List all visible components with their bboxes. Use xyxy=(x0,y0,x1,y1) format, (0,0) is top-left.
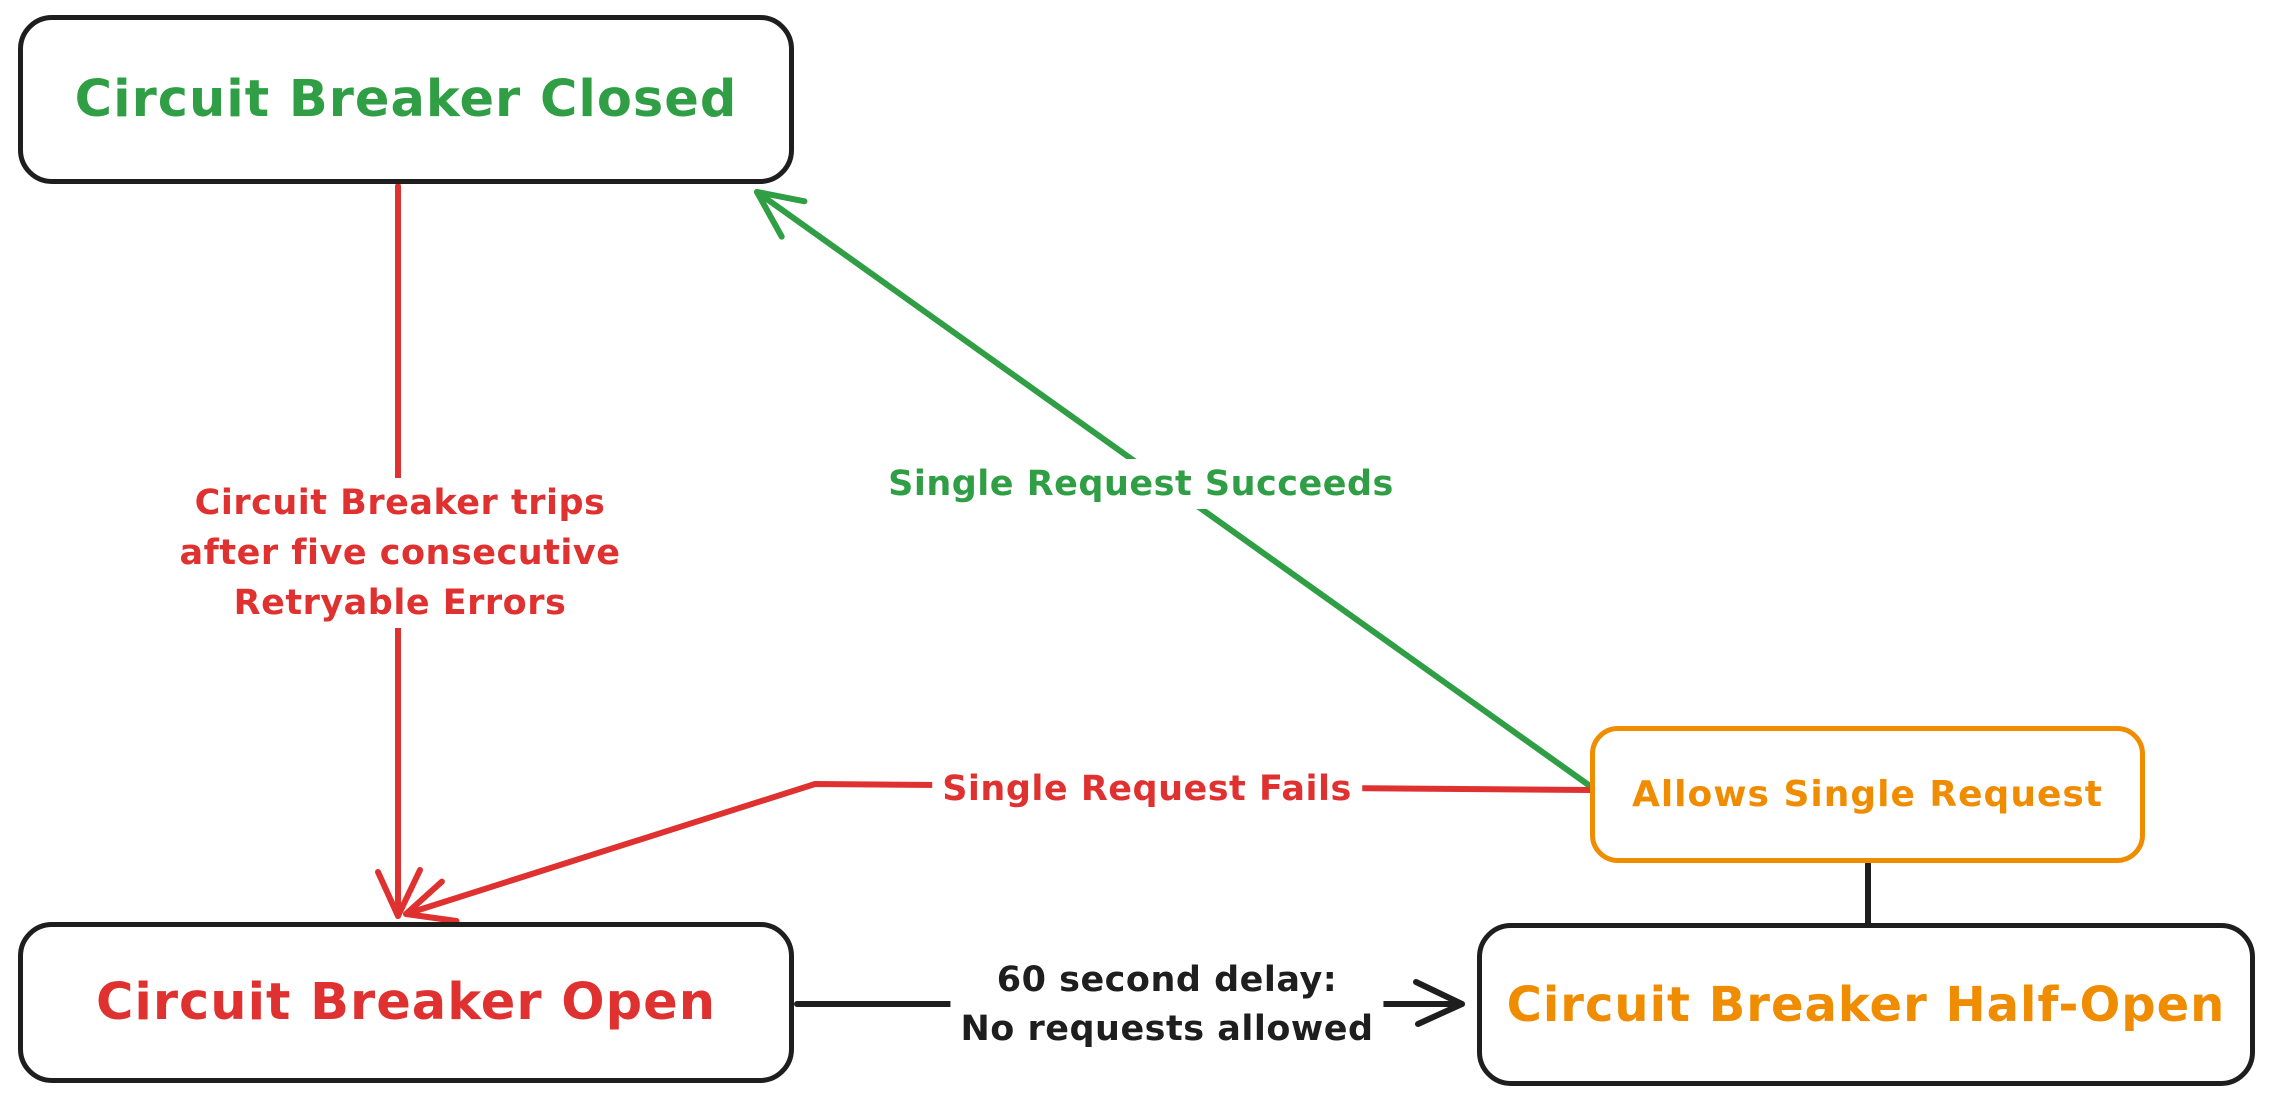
allows-single-request-label: Allows Single Request xyxy=(1631,774,2104,815)
state-closed-box: Circuit Breaker Closed xyxy=(18,15,794,184)
allows-single-request-box: Allows Single Request xyxy=(1590,726,2145,863)
state-closed-label: Circuit Breaker Closed xyxy=(74,70,738,129)
trip-edge-label-line-3: Retryable Errors xyxy=(233,583,567,623)
state-open-box: Circuit Breaker Open xyxy=(18,922,794,1083)
delay-edge-label-line-2: No requests allowed xyxy=(960,1009,1374,1049)
state-half-open-box: Circuit Breaker Half-Open xyxy=(1477,923,2255,1086)
delay-edge-label: 60 second delay: No requests allowed xyxy=(950,956,1384,1054)
trip-edge-label-line-2: after five consecutive xyxy=(179,533,621,573)
trip-edge-label: Circuit Breaker trips after five consecu… xyxy=(169,478,631,628)
delay-edge-label-line-1: 60 second delay: xyxy=(996,960,1338,1000)
state-half-open-label: Circuit Breaker Half-Open xyxy=(1506,976,2226,1033)
trip-edge-label-line-1: Circuit Breaker trips xyxy=(194,483,606,523)
fails-edge-label: Single Request Fails xyxy=(932,764,1362,814)
state-open-label: Circuit Breaker Open xyxy=(95,973,717,1032)
succeeds-edge-label: Single Request Succeeds xyxy=(878,459,1404,509)
